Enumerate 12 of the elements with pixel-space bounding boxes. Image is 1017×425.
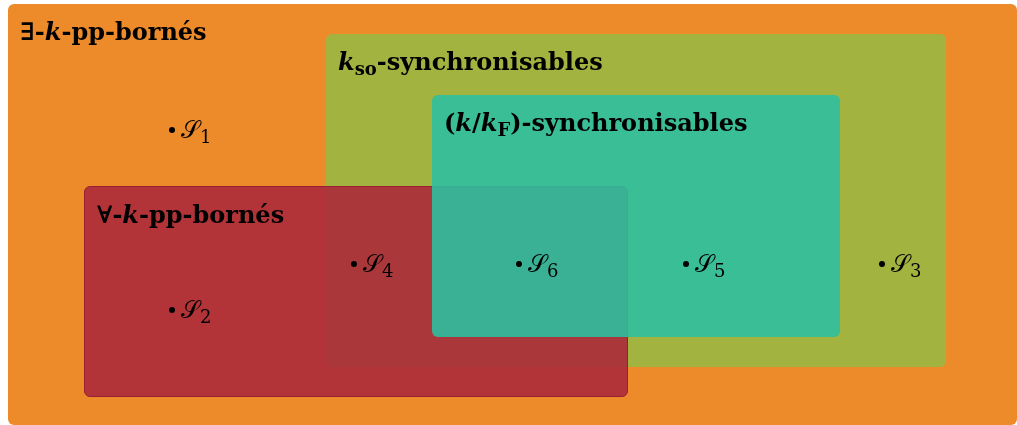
- set-label: (k/k$_{F}$)-synchronisables: [444, 107, 748, 141]
- set-label: k$_{so}$-synchronisables: [338, 46, 603, 80]
- set-label: ∃-k-pp-bornés: [20, 16, 207, 48]
- element-label: 𝒮$_{2}$: [181, 295, 212, 328]
- set-label: ∀-k-pp-bornés: [97, 199, 285, 231]
- set-region: [8, 4, 1017, 425]
- element-label: 𝒮$_{1}$: [181, 115, 212, 148]
- element-label: 𝒮$_{4}$: [363, 249, 394, 282]
- element-label: 𝒮$_{3}$: [891, 249, 922, 282]
- element-label: 𝒮$_{6}$: [528, 249, 559, 282]
- element-label: 𝒮$_{5}$: [695, 249, 726, 282]
- set-region: [432, 95, 840, 337]
